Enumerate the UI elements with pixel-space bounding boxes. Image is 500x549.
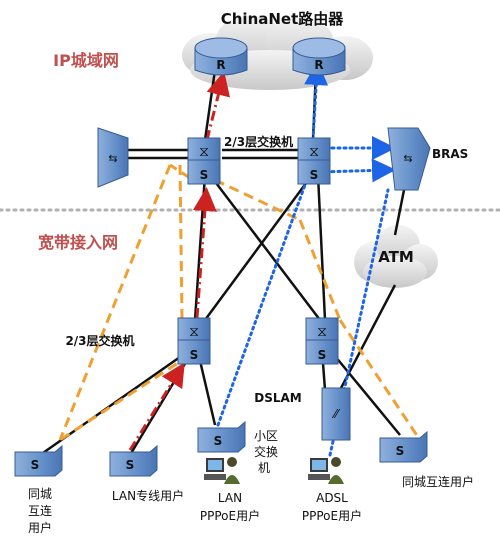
user-lan-dedicated-label: LAN专线用户 xyxy=(112,488,184,503)
dslam-device: ⁄⁄ xyxy=(321,387,351,441)
core-switch-right: ⧖ S xyxy=(297,137,331,185)
agg-switch-right: ⧖ S xyxy=(305,317,339,365)
user-icon-adsl-pppoe xyxy=(308,457,344,484)
svg-text:⧖: ⧖ xyxy=(317,324,327,340)
switch-letter: S xyxy=(318,348,327,362)
user-adsl-pppoe-label-2: PPPoE用户 xyxy=(302,508,362,523)
svg-text:⇆: ⇆ xyxy=(403,152,412,165)
community-switch-label-2: 交换 xyxy=(254,444,278,459)
access-switch-right: S xyxy=(379,430,428,463)
atm-label: ATM xyxy=(378,248,414,266)
user-left-label-2: 互连 xyxy=(28,503,52,518)
core-switch-left: ⧖ S xyxy=(187,137,221,185)
user-icon-lan-pppoe xyxy=(204,457,240,484)
agg-switch-label: 2/3层交换机 xyxy=(65,333,134,348)
router-right: R xyxy=(292,37,346,76)
switch-letter: S xyxy=(310,168,319,182)
access-switch-left: S xyxy=(14,444,63,477)
core-switch-label: 2/3层交换机 xyxy=(224,134,293,149)
community-switch-label-3: 机 xyxy=(258,461,270,475)
switch-letter: S xyxy=(31,458,40,472)
community-switch-label-1: 小区 xyxy=(254,429,278,443)
edge-device-left: ⇆ xyxy=(97,127,129,188)
svg-text:⧖: ⧖ xyxy=(199,144,209,160)
user-lan-pppoe-label-2: PPPoE用户 xyxy=(200,508,260,523)
agg-switch-left: ⧖ S xyxy=(177,317,211,365)
dslam-label: DSLAM xyxy=(254,391,301,405)
community-switch: S xyxy=(197,420,246,453)
zone-label-metro: IP城域网 xyxy=(53,51,119,70)
svg-text:⇆: ⇆ xyxy=(108,152,117,165)
user-adsl-pppoe-label-1: ADSL xyxy=(316,491,348,505)
svg-text:⧖: ⧖ xyxy=(189,324,199,340)
bras-label: BRAS xyxy=(432,147,468,161)
svg-text:⧖: ⧖ xyxy=(309,144,319,160)
switch-letter: S xyxy=(200,168,209,182)
user-left-label-3: 用户 xyxy=(28,520,52,535)
zone-label-access: 宽带接入网 xyxy=(38,233,118,252)
atm-cloud xyxy=(354,225,438,288)
router-left: R xyxy=(194,37,248,76)
switch-letter: S xyxy=(396,444,405,458)
user-left-label-1: 同城 xyxy=(28,487,52,501)
red-dashdot-links xyxy=(128,71,231,451)
access-switch-lan-dedicated: S xyxy=(109,444,158,477)
switch-letter: S xyxy=(214,434,223,448)
user-lan-pppoe-label-1: LAN xyxy=(218,491,242,505)
diagram-title: ChinaNet路由器 xyxy=(221,10,345,28)
svg-text:⁄⁄: ⁄⁄ xyxy=(331,407,341,421)
router-letter: R xyxy=(216,58,225,72)
router-letter: R xyxy=(314,58,323,72)
switch-letter: S xyxy=(126,458,135,472)
orange-dashed-links xyxy=(58,163,422,442)
user-right-label: 同城互连用户 xyxy=(402,474,474,489)
bras-device: ⇆ xyxy=(387,127,431,191)
switch-letter: S xyxy=(190,348,199,362)
